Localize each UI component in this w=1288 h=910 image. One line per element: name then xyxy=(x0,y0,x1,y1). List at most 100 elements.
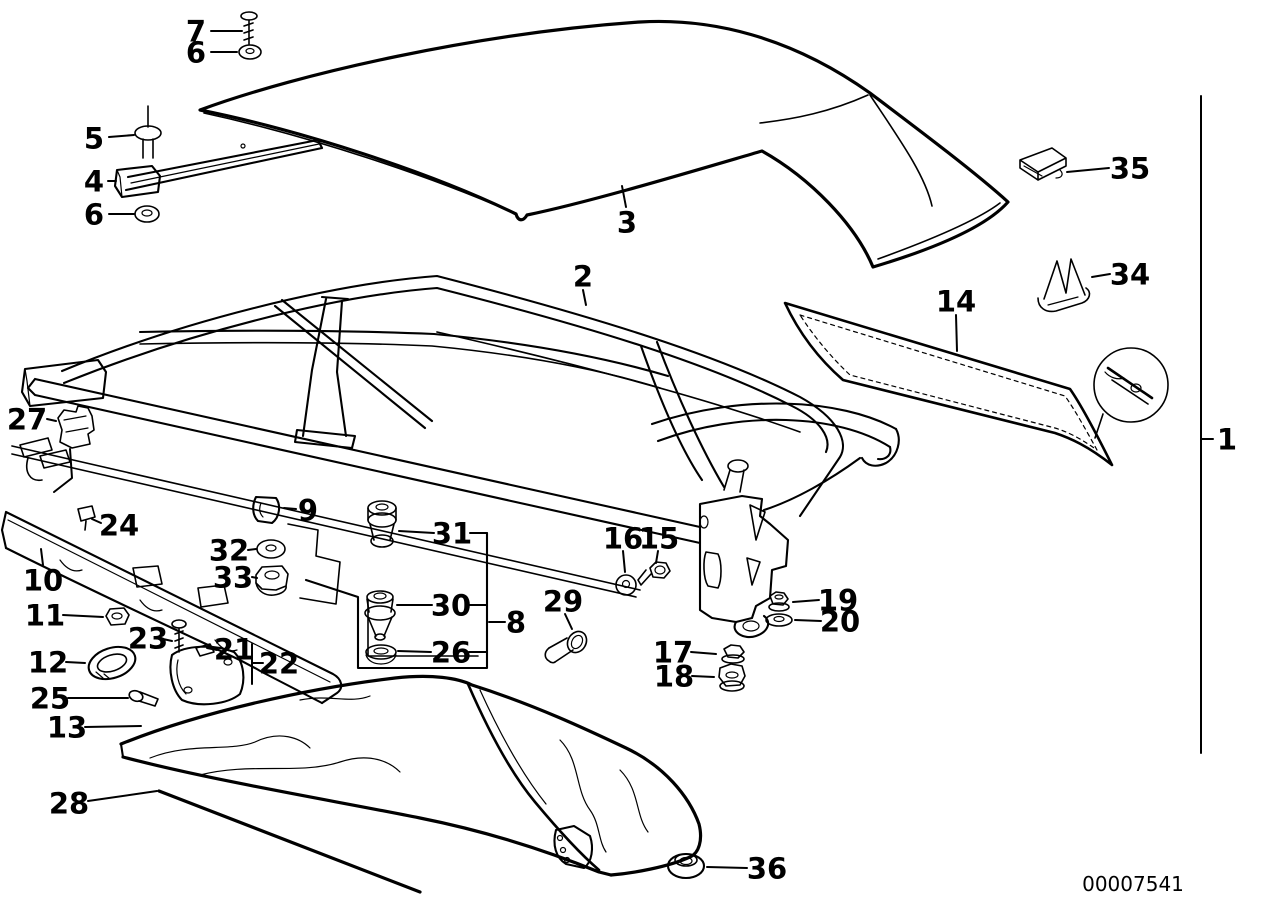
leader-line-29 xyxy=(564,613,573,630)
callout-23: 23 xyxy=(128,621,168,655)
callout-25: 25 xyxy=(30,681,70,715)
leader-line-32 xyxy=(247,548,257,551)
leader-line-28 xyxy=(87,790,158,802)
seal-detail-magnifier xyxy=(1093,347,1169,439)
hinge-bracket xyxy=(698,494,790,639)
callout-15: 15 xyxy=(639,521,679,555)
callout-9: 9 xyxy=(298,493,318,527)
bolt-part29-icon xyxy=(544,630,588,664)
callout-27: 27 xyxy=(7,402,47,436)
callout-34: 34 xyxy=(1110,257,1150,291)
buffer-part30-icon xyxy=(364,590,396,641)
callout-28: 28 xyxy=(49,786,89,820)
callout-17: 17 xyxy=(653,635,693,669)
callout-35: 35 xyxy=(1110,151,1150,185)
leader-line-2 xyxy=(582,289,587,306)
leader-line-19 xyxy=(792,599,820,603)
bracket-32-33 xyxy=(287,523,341,605)
leader-line-5 xyxy=(108,134,135,138)
leader-lines xyxy=(40,30,1214,869)
callout-5: 5 xyxy=(84,121,104,155)
clip-part35-icon xyxy=(1019,147,1067,181)
leader-line-23 xyxy=(162,638,173,642)
leader-line-14 xyxy=(955,314,958,352)
leader-line-18 xyxy=(691,675,715,678)
clip-part9-icon xyxy=(252,495,281,525)
callout-26: 26 xyxy=(431,635,471,669)
callout-11: 11 xyxy=(25,598,65,632)
nut-part33-icon xyxy=(255,565,289,596)
callout-16: 16 xyxy=(603,521,643,555)
leader-line-21 xyxy=(206,647,218,651)
fastener-part24-icon xyxy=(77,505,96,531)
drawing-number: 00007541 xyxy=(1082,872,1184,896)
callout-14: 14 xyxy=(936,284,976,318)
leader-line-27-1 xyxy=(53,448,73,493)
nut-part11-icon xyxy=(105,607,130,626)
bolt-part15-icon xyxy=(637,561,671,586)
callout-6a: 6 xyxy=(186,35,206,69)
clip-part34-icon xyxy=(1037,258,1091,313)
leader-line-3 xyxy=(621,185,627,208)
callout-7: 7 xyxy=(186,14,206,48)
folding-top-frame-part2 xyxy=(20,274,900,518)
nut-part19-icon xyxy=(768,591,790,612)
callout-21: 21 xyxy=(214,632,254,666)
leader-line-24 xyxy=(91,518,102,524)
leader-line-16 xyxy=(622,550,626,573)
callout-18: 18 xyxy=(654,659,694,693)
leader-line-36 xyxy=(706,866,748,869)
callout-8: 8 xyxy=(506,605,526,639)
leader-line-26-1 xyxy=(397,650,432,653)
buffer-part31-icon xyxy=(367,500,397,548)
washer-part32-icon xyxy=(256,539,286,559)
washer-part16-icon xyxy=(615,574,637,596)
leader-line-34 xyxy=(1091,273,1111,278)
washer-part26-icon xyxy=(365,644,397,665)
leader-line-35 xyxy=(1066,167,1110,173)
callout-12: 12 xyxy=(28,645,68,679)
washer-part20-icon xyxy=(765,613,793,627)
rear-window-part14 xyxy=(783,301,1114,467)
leader-line-31-1 xyxy=(398,530,435,534)
leader-line-33 xyxy=(251,576,258,579)
callout-32: 32 xyxy=(209,533,249,567)
callout-20: 20 xyxy=(820,604,860,638)
callout-3: 3 xyxy=(617,205,637,239)
callout-13: 13 xyxy=(47,710,87,744)
leader-line-20 xyxy=(794,619,822,622)
nut-part18-icon xyxy=(718,663,746,692)
pin-part5-icon xyxy=(134,105,162,159)
washer-part6-top-icon xyxy=(238,44,262,60)
callout-2: 2 xyxy=(573,259,593,293)
callout-4: 4 xyxy=(84,164,104,198)
leader-line-15 xyxy=(655,550,659,564)
callout-10: 10 xyxy=(23,563,63,597)
group8-bracket-box xyxy=(304,531,489,670)
washer-part6-bottom-icon xyxy=(134,205,160,223)
screw-part7-icon xyxy=(240,11,258,45)
front-bow-rail-part4 xyxy=(113,138,324,199)
leader-line-13 xyxy=(84,725,142,728)
callout-22: 22 xyxy=(259,646,299,680)
gasket-part12-icon xyxy=(87,645,137,681)
leader-line-10 xyxy=(40,548,44,566)
leader-line-11 xyxy=(62,614,104,618)
callout-36: 36 xyxy=(747,851,787,885)
tacking-rail-bands xyxy=(0,377,702,705)
top-cover-part3 xyxy=(198,19,1010,269)
callout-24: 24 xyxy=(99,508,139,542)
leader-line-17 xyxy=(690,651,717,655)
screw-part23-icon xyxy=(171,619,187,653)
callout-33: 33 xyxy=(213,560,253,594)
seal-strip-part28 xyxy=(157,789,422,894)
leader-line-12 xyxy=(65,661,86,664)
callout-30: 30 xyxy=(431,588,471,622)
plate-part21-icon xyxy=(169,643,245,706)
leader-line-27 xyxy=(46,418,57,422)
callout-19: 19 xyxy=(818,583,858,617)
callout-6b: 6 xyxy=(84,197,104,231)
